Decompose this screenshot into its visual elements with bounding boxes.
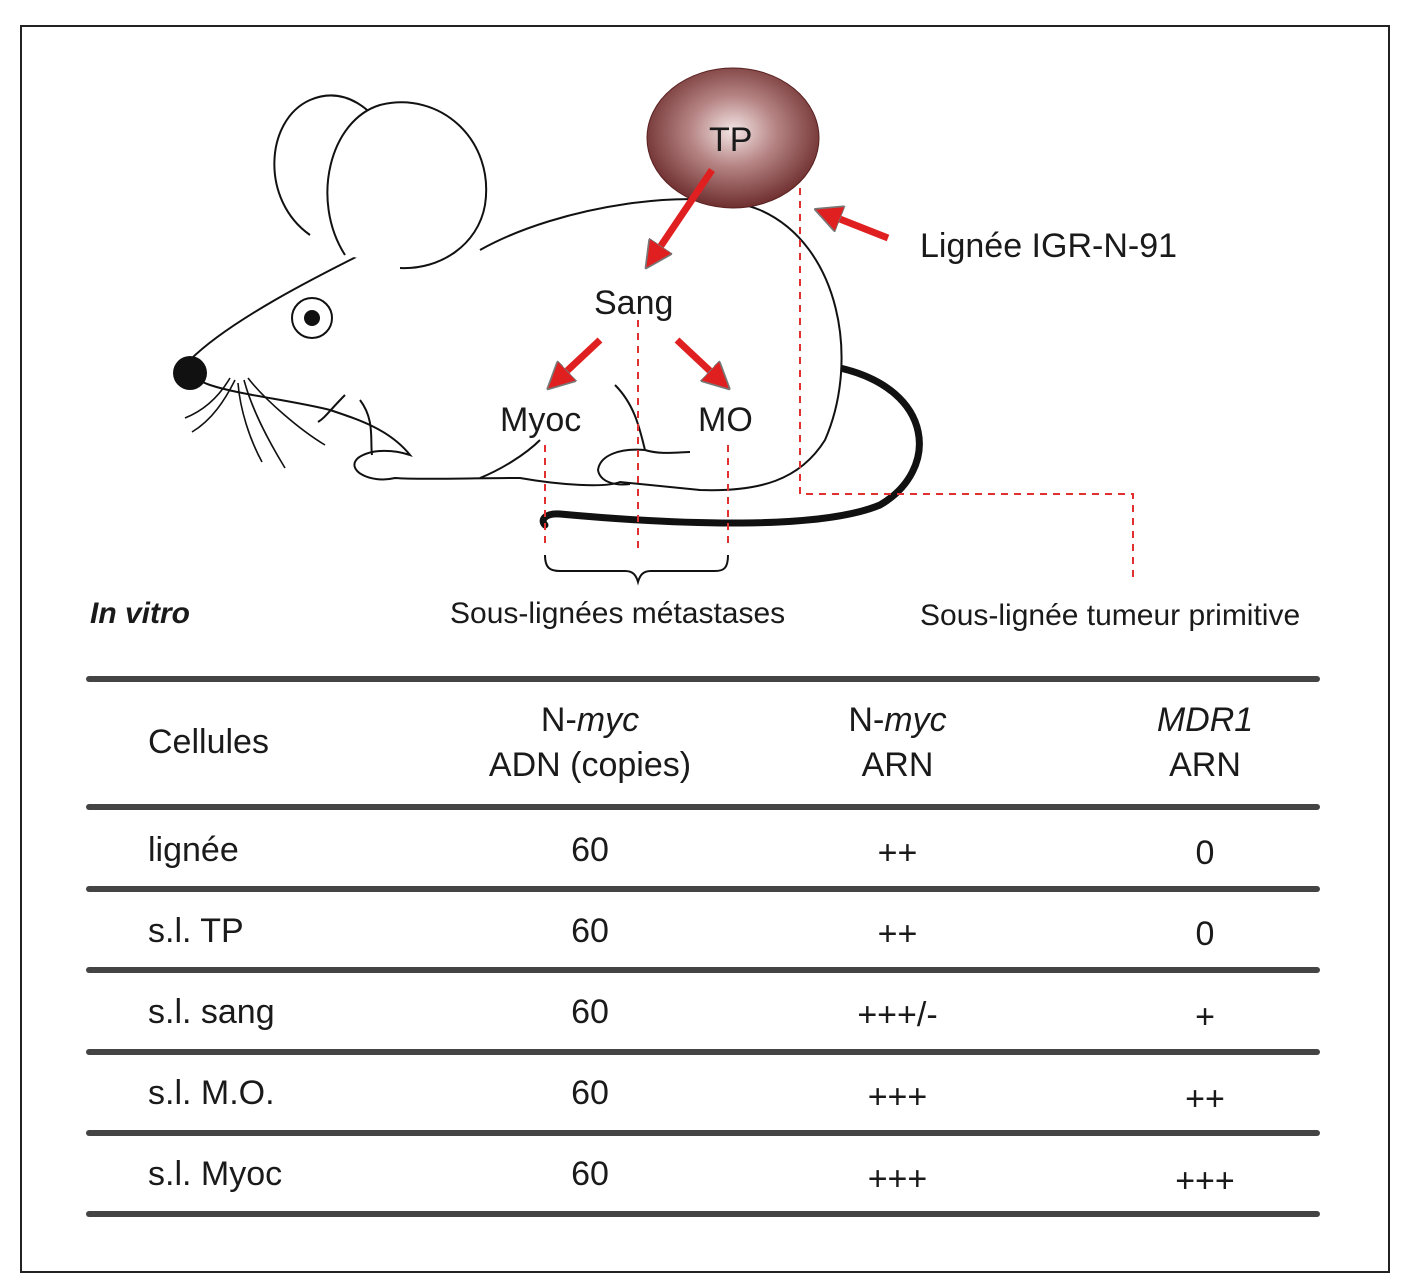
- mouse-nose: [173, 356, 207, 390]
- cell-nmyc-arn: +++: [867, 1078, 928, 1116]
- cell-cellules: lignée: [148, 831, 239, 869]
- header-cellules: Cellules: [148, 723, 269, 761]
- table-rule-row2: [86, 967, 1320, 973]
- arrow-sang-myoc: [553, 337, 603, 384]
- cell-cellules: s.l. M.O.: [148, 1074, 275, 1112]
- cell-mdr1-arn: +: [1195, 998, 1215, 1036]
- table-rule-bottom: [86, 1211, 1320, 1217]
- metastases-label: Sous-lignées métastases: [450, 597, 786, 630]
- tumor-tp: [646, 67, 820, 209]
- cell-adn: 60: [571, 831, 609, 869]
- cell-adn: 60: [571, 912, 609, 950]
- node-label-sang: Sang: [594, 284, 674, 322]
- table-rule-row4: [86, 1130, 1320, 1136]
- cell-mdr1-arn: +++: [1175, 1162, 1235, 1200]
- table-rule-row3: [86, 1049, 1320, 1055]
- node-label-myoc: Myoc: [500, 401, 582, 439]
- table-rule-top: [86, 676, 1320, 682]
- cell-mdr1-arn: 0: [1195, 915, 1215, 953]
- header-nmyc-adn: N-myc ADN (copies): [488, 701, 692, 784]
- cell-cellules: s.l. Myoc: [148, 1155, 283, 1193]
- cell-nmyc-arn: +++: [867, 1160, 928, 1198]
- cell-cellules: s.l. TP: [148, 912, 244, 950]
- node-label-mo: MO: [698, 401, 753, 439]
- figure-frame: [20, 25, 1390, 1273]
- cell-adn: 60: [571, 1155, 609, 1193]
- header-mdr1-arn: MDR1 ARN: [1156, 701, 1254, 784]
- cell-mdr1-arn: 0: [1195, 834, 1215, 872]
- header-nmyc-arn: N-myc ARN: [848, 701, 947, 784]
- cell-nmyc-arn: ++: [877, 915, 918, 953]
- table-rule-row1: [86, 886, 1320, 892]
- in-vitro-label: In vitro: [90, 597, 191, 630]
- primary-tumor-label: Sous-lignée tumeur primitive: [920, 599, 1301, 632]
- arrow-igr: [822, 212, 890, 242]
- cell-nmyc-arn: ++: [877, 834, 918, 872]
- node-label-tp: TP: [709, 121, 753, 159]
- mouse-tail: [539, 364, 923, 529]
- cell-cellules: s.l. sang: [148, 993, 275, 1031]
- mouse-diagram: [173, 67, 1134, 586]
- table-rule-header: [86, 804, 1320, 810]
- cell-mdr1-arn: ++: [1185, 1080, 1225, 1118]
- arrow-sang-mo: [674, 337, 724, 384]
- callout-label-igr: Lignée IGR-N-91: [920, 227, 1178, 265]
- arrow-tp-sang: [650, 168, 715, 262]
- cell-adn: 60: [571, 993, 609, 1031]
- cell-adn: 60: [571, 1074, 609, 1112]
- mouse-ear-front: [326, 101, 488, 270]
- cell-nmyc-arn: +++/-: [857, 996, 938, 1034]
- metastases-brace: [544, 554, 729, 586]
- mouse-body: [187, 198, 843, 492]
